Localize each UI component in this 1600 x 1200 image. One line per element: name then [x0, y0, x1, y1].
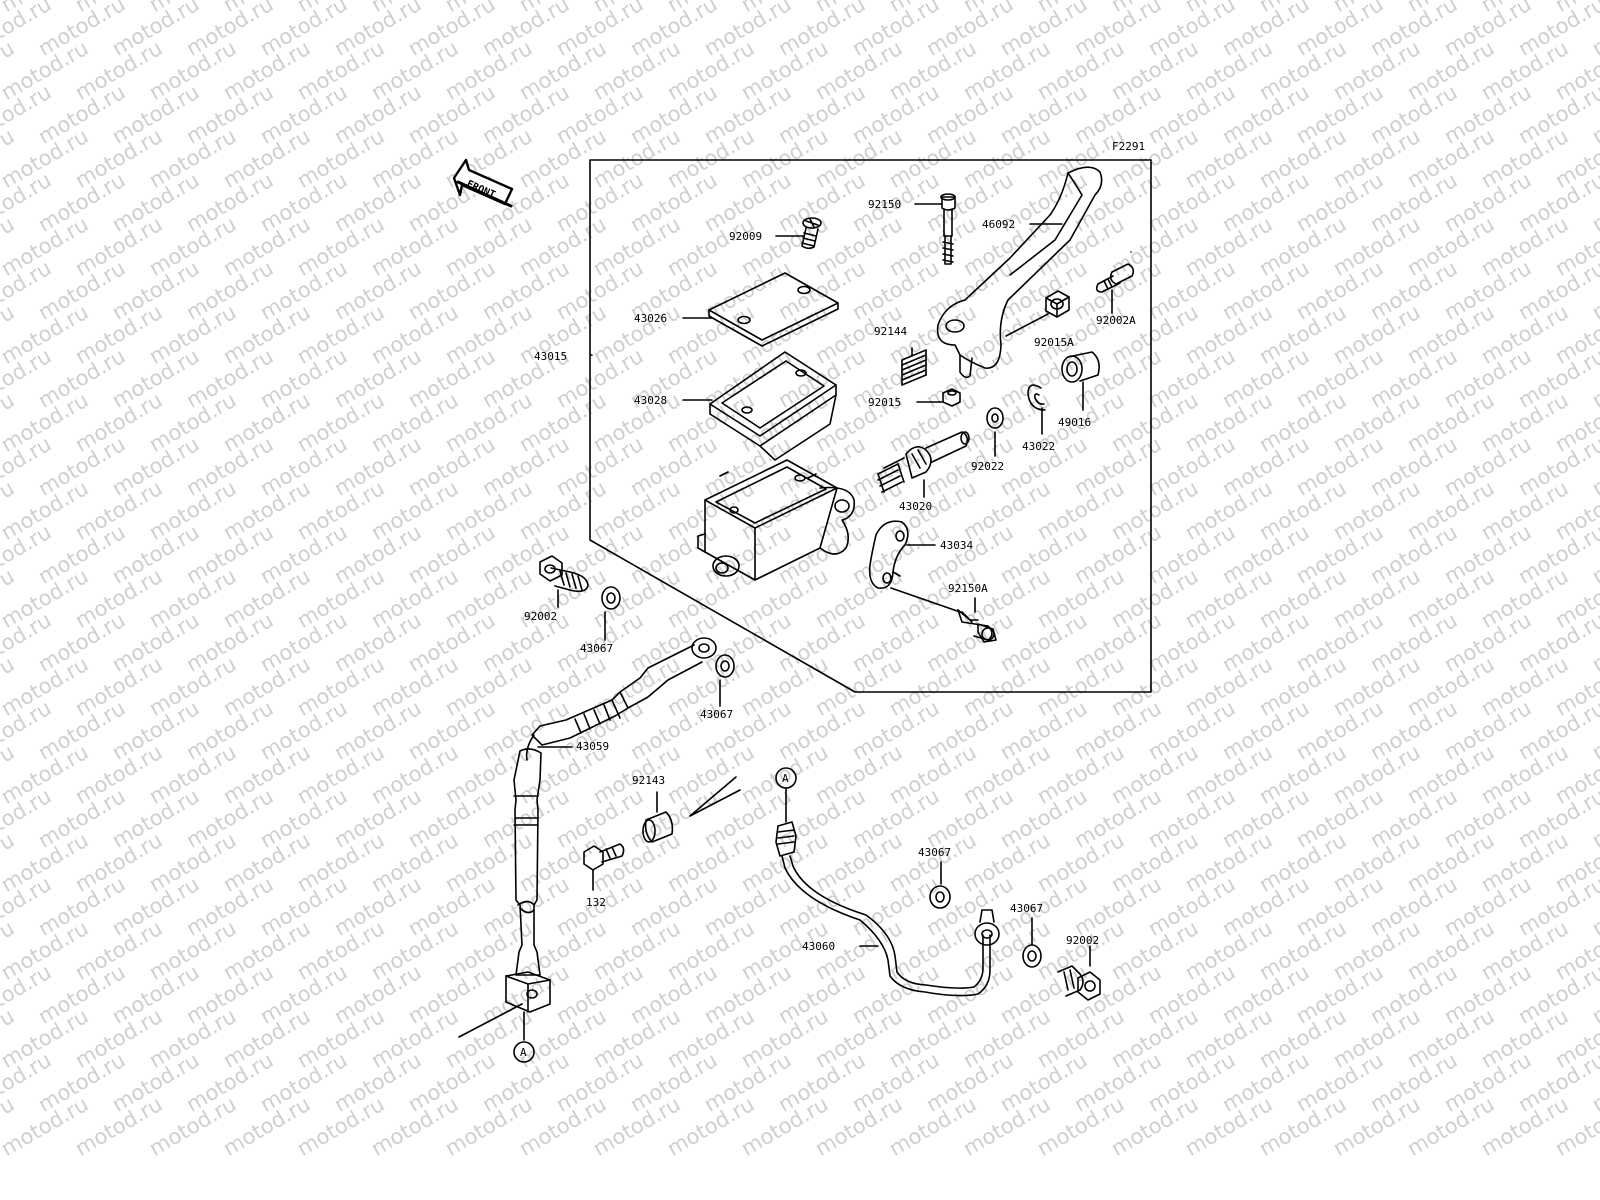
label-92144: 92144 — [874, 325, 907, 338]
label-43015: 43015 — [534, 350, 567, 363]
label-43020: 43020 — [899, 500, 932, 513]
label-43034: 43034 — [940, 539, 973, 552]
front-arrow-icon: FRONT — [452, 158, 514, 208]
part-92022-washer — [986, 407, 1004, 429]
label-49016: 49016 — [1058, 416, 1091, 429]
label-43067-c: 43067 — [918, 846, 951, 859]
label-92002-lower: 92002 — [1066, 934, 1099, 947]
part-master-cylinder-body — [697, 459, 856, 581]
label-92002-upper: 92002 — [524, 610, 557, 623]
part-92150-bolt — [940, 193, 956, 265]
figure-code: F2291 — [1112, 140, 1145, 153]
part-92144-spring — [901, 349, 927, 386]
label-43028: 43028 — [634, 394, 667, 407]
label-132: 132 — [586, 896, 606, 909]
label-43067-a: 43067 — [580, 642, 613, 655]
label-92002A: 92002A — [1096, 314, 1136, 327]
part-92002A-screw — [1095, 263, 1135, 293]
part-43067-washer-d — [1022, 944, 1042, 968]
part-43020-piston — [877, 431, 970, 493]
label-92150A: 92150A — [948, 582, 988, 595]
part-49016-bushing — [1061, 351, 1100, 383]
label-43060: 43060 — [802, 940, 835, 953]
part-92015-nut — [942, 388, 961, 407]
part-132-bolt — [583, 843, 625, 871]
part-92009-screw — [801, 217, 822, 250]
label-43067-b: 43067 — [700, 708, 733, 721]
connector-marker-lower-label: A — [520, 1046, 527, 1059]
part-92150A-bolt — [957, 609, 997, 643]
part-92002-lower-bolt — [1057, 965, 1101, 1001]
label-43026: 43026 — [634, 312, 667, 325]
part-labels: 92009 43026 43015 43028 92150 46092 9200… — [524, 198, 1136, 953]
label-92150: 92150 — [868, 198, 901, 211]
label-92022: 92022 — [971, 460, 1004, 473]
part-43059-brake-hose — [505, 637, 717, 1013]
label-92015A: 92015A — [1034, 336, 1074, 349]
label-92143: 92143 — [632, 774, 665, 787]
label-43067-d: 43067 — [1010, 902, 1043, 915]
part-92015A-nut — [1045, 290, 1070, 318]
label-92015: 92015 — [868, 396, 901, 409]
assembly-frame — [589, 159, 1152, 693]
connector-marker-lower — [513, 1041, 535, 1063]
part-43028-cap — [709, 351, 837, 461]
part-43067-washer-b — [715, 654, 735, 678]
part-92002-upper-bolt — [539, 555, 589, 593]
label-92009: 92009 — [729, 230, 762, 243]
connector-marker-upper — [775, 767, 797, 789]
part-43067-washer-a — [601, 586, 621, 610]
connector-marker-upper-label: A — [782, 772, 789, 785]
part-43034-clamp — [868, 520, 909, 589]
part-46092-lever — [936, 166, 1103, 379]
part-92143-collar — [642, 811, 674, 843]
label-43059: 43059 — [576, 740, 609, 753]
label-43022: 43022 — [1022, 440, 1055, 453]
part-43067-washer-c — [929, 885, 951, 909]
label-46092: 46092 — [982, 218, 1015, 231]
part-43060-brake-pipe — [775, 821, 1000, 997]
part-43022-circlip — [1027, 384, 1046, 411]
part-43026-plate — [708, 272, 839, 347]
